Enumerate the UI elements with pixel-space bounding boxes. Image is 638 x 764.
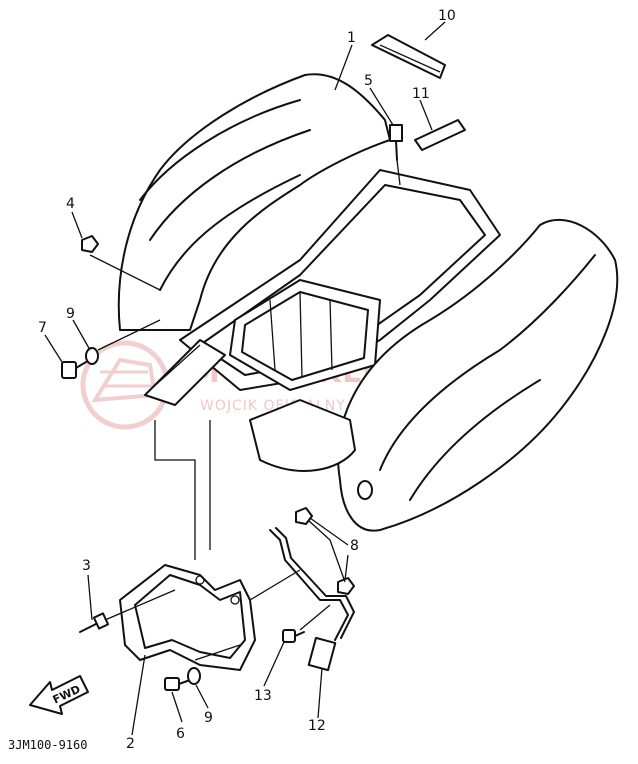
washer-9-lower	[187, 667, 201, 685]
callout-9-lower: 9	[204, 710, 213, 726]
callout-pointers	[44, 21, 446, 736]
callout-10: 10	[438, 8, 456, 24]
callout-labels: 1 2 3 4 5 6 7 8 9 9 10 11 12 13	[38, 8, 456, 752]
callout-1: 1	[347, 30, 356, 46]
bolt-7	[61, 361, 87, 379]
part-2-flap	[119, 564, 256, 671]
callout-11: 11	[412, 86, 430, 102]
fasteners	[61, 124, 403, 691]
callout-13: 13	[254, 688, 272, 704]
callout-7: 7	[38, 320, 47, 336]
part-11-damper	[414, 119, 466, 151]
callout-5: 5	[364, 73, 373, 89]
bolt-13	[282, 629, 305, 643]
bolt-5	[389, 124, 403, 161]
part-1-rear-fender	[117, 73, 619, 532]
callout-9-upper: 9	[66, 306, 75, 322]
part-10-band	[371, 34, 446, 79]
callout-3: 3	[82, 558, 91, 574]
washer-9-upper	[85, 347, 99, 365]
screw-3	[79, 612, 110, 633]
part-12-tail-lamp-bracket	[269, 527, 355, 672]
part-code: 3JM100-9160	[8, 738, 87, 752]
bolt-6	[164, 677, 191, 691]
leader-lines	[89, 159, 401, 661]
callout-4: 4	[66, 196, 75, 212]
nut-4	[81, 235, 99, 253]
callout-8: 8	[350, 538, 359, 554]
fwd-arrow-icon: FWD	[29, 675, 89, 715]
callout-12: 12	[308, 718, 326, 734]
callout-2: 2	[126, 736, 135, 752]
callout-6: 6	[176, 726, 185, 742]
